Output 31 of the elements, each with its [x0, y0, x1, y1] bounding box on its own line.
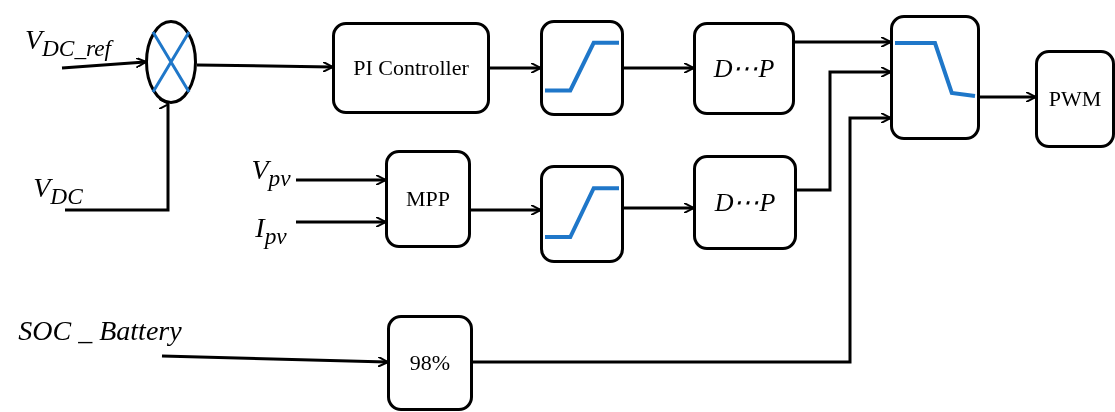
signal-label: V$_{DC}$	[33, 174, 83, 208]
arrow	[296, 174, 387, 186]
arrow	[795, 36, 892, 48]
arrow	[624, 62, 695, 74]
block-label: D⋯P	[714, 189, 776, 216]
block-label: D⋯P	[713, 55, 775, 82]
summing-junction	[145, 20, 197, 104]
setpoint-block	[387, 315, 473, 411]
block-label: 98%	[409, 352, 451, 374]
block-label: PI Controller	[353, 57, 469, 79]
mppt-block	[385, 150, 471, 248]
pwm-block	[1035, 50, 1115, 148]
arrow	[473, 112, 892, 364]
arrow	[196, 60, 334, 73]
converter-block	[693, 22, 795, 115]
arrow	[471, 204, 542, 216]
block-label: MPP	[405, 188, 450, 210]
signal-label: V$_{DC_ref}$	[24, 26, 112, 60]
signal-label: V$_{pv}$	[251, 156, 291, 190]
converter-block	[693, 155, 797, 250]
arrow	[624, 202, 695, 214]
arrow	[490, 62, 542, 74]
arrow	[61, 56, 147, 70]
signal-label: I$_{pv}$	[255, 214, 287, 248]
arrow	[980, 91, 1037, 103]
arrow	[161, 354, 389, 368]
controller-block	[332, 22, 490, 114]
signal-label: SOC _ Battery	[18, 317, 182, 345]
arrow	[797, 66, 892, 192]
block-label: PWM	[1048, 88, 1102, 110]
arrow	[296, 216, 387, 228]
